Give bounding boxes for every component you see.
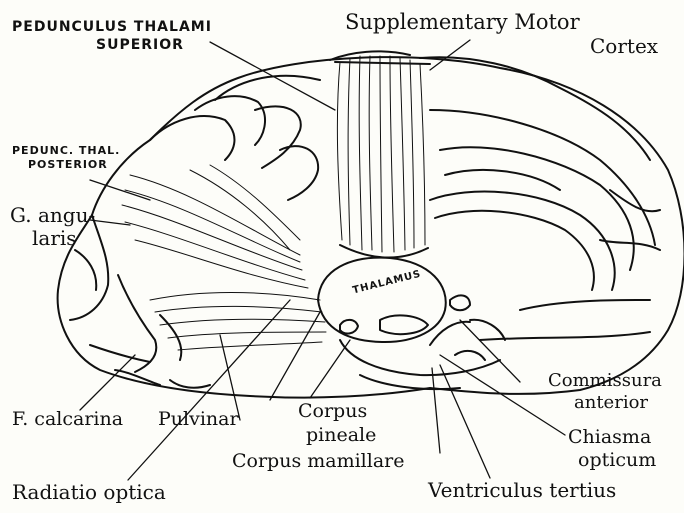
label-g-angularis-line1: G. angu- — [10, 205, 95, 225]
label-chiasma-opticum-line2: opticum — [578, 451, 656, 470]
hemisphere-outline — [58, 57, 684, 397]
thalamus-shape — [318, 258, 446, 342]
label-corpus-mamillare: Corpus mamillare — [232, 452, 405, 471]
label-corpus-pineale-line2: pineale — [306, 426, 376, 445]
label-pedunc-thal-posterior-line1: PEDUNC. THAL. — [12, 145, 120, 156]
label-radiatio-optica: Radiatio optica — [12, 482, 166, 502]
label-g-angularis-line2: laris — [32, 228, 77, 248]
label-supplementary-motor-line2: Cortex — [590, 36, 658, 56]
anterior-commissure-area — [450, 295, 505, 340]
occipital-gyri — [150, 96, 318, 200]
label-f-calcarina: F. calcarina — [12, 410, 123, 429]
lower-frontal-outline — [480, 300, 650, 340]
label-commissura-anterior-line1: Commissura — [548, 372, 662, 390]
label-chiasma-opticum-line1: Chiasma — [568, 428, 651, 447]
cingulate-gyrus — [440, 147, 634, 270]
label-pulvinar: Pulvinar — [158, 410, 239, 429]
superior-peduncle-fibres — [335, 56, 430, 257]
optic-radiation-fibres — [150, 293, 326, 351]
label-ventriculus-tertius: Ventriculus tertius — [428, 480, 616, 500]
label-pedunc-thal-posterior-line2: POSTERIOR — [28, 159, 108, 170]
corpus-callosum — [430, 192, 615, 290]
occipital-pole-gyri — [70, 215, 181, 372]
label-pedunculus-thalami-superior-line1: PEDUNCULUS THALAMI — [12, 20, 212, 34]
label-supplementary-motor-line1: Supplementary Motor — [345, 12, 580, 33]
label-commissura-anterior-line2: anterior — [574, 394, 648, 412]
label-corpus-pineale-line1: Corpus — [298, 402, 367, 421]
thalamus-interior — [340, 315, 428, 334]
posterior-peduncle-fibres — [122, 165, 308, 288]
label-pedunculus-thalami-superior-line2: SUPERIOR — [96, 38, 184, 52]
